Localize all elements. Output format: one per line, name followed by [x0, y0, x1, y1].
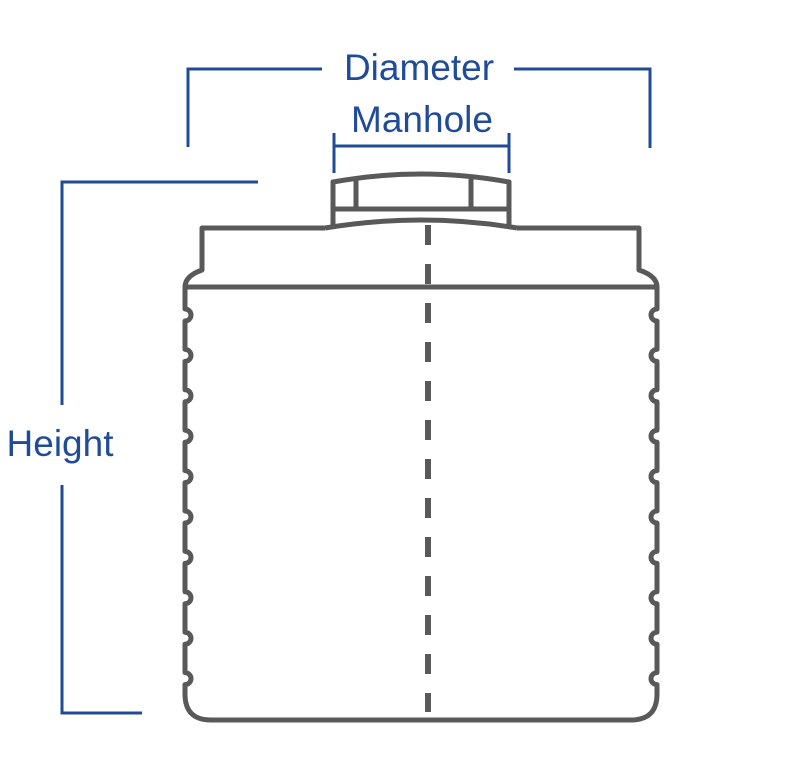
height-bracket: Height: [7, 180, 258, 715]
manhole-label: Manhole: [351, 99, 493, 140]
diameter-bracket: Diameter: [186, 47, 652, 148]
tank-outline: [182, 171, 660, 723]
manhole-lid: [330, 171, 512, 212]
manhole-neck: [324, 209, 518, 231]
height-label: Height: [7, 423, 115, 464]
manhole-bracket: Manhole: [332, 99, 511, 173]
tank-body: [182, 225, 660, 723]
diameter-label: Diameter: [344, 47, 494, 88]
